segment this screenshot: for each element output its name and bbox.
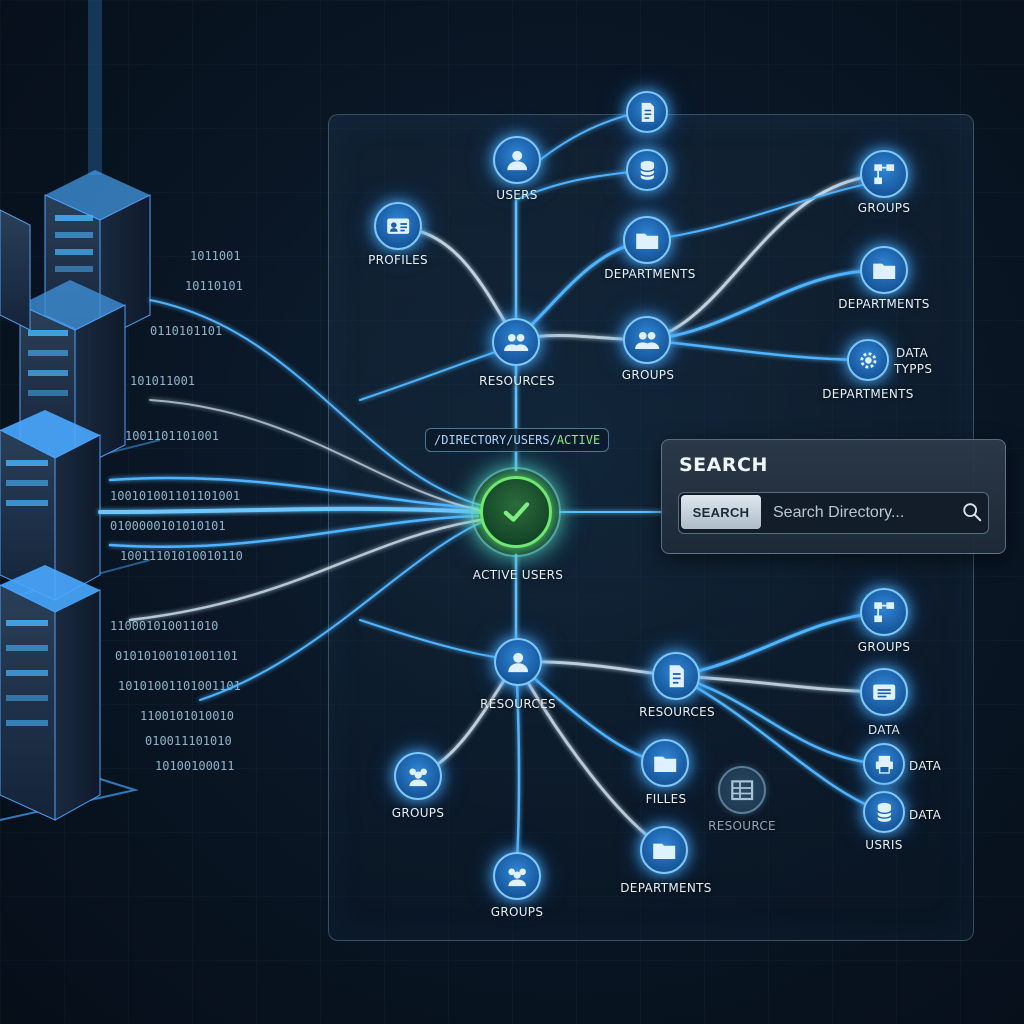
departments-label-upper: DEPARTMENTS — [604, 267, 696, 281]
groups-label-right: GROUPS — [857, 201, 911, 215]
binary-line: 100101001101101001 — [110, 489, 240, 503]
binary-line: 10100100011 — [155, 759, 234, 773]
database-node[interactable] — [626, 149, 668, 191]
groups-node-bottom[interactable] — [493, 852, 541, 900]
data-node-1[interactable] — [860, 668, 908, 716]
directory-path-breadcrumb[interactable]: /DIRECTORY/USERS/ACTIVE — [425, 428, 610, 452]
resource-label-dim: RESOURCE — [708, 819, 776, 833]
server-racks-illustration — [0, 0, 161, 821]
binary-line: 0100000101010101 — [110, 519, 226, 533]
document-node[interactable] — [626, 91, 668, 133]
org-chart-icon — [874, 602, 894, 622]
groups-label-far-right: GROUPS — [857, 640, 911, 654]
group-icon — [503, 333, 529, 351]
binary-line: 10110101 — [185, 279, 243, 293]
usris-label: USRIS — [865, 838, 903, 852]
files-label: FILLES — [645, 792, 687, 806]
resources-node-upper[interactable] — [492, 318, 540, 366]
folder-icon — [635, 233, 658, 249]
active-users-label: ACTIVE USERS — [472, 568, 564, 582]
users-label: USERS — [496, 188, 538, 202]
users-node[interactable] — [493, 136, 541, 184]
document-icon — [641, 102, 654, 122]
data-label-3: DATA — [909, 808, 942, 822]
group-icon — [634, 331, 660, 349]
group-icon — [508, 868, 526, 886]
resources-label-upper: RESOURCES — [479, 374, 555, 388]
data-label-1: DATA — [867, 723, 901, 737]
binary-line: 10101001101001101 — [118, 679, 241, 693]
folder-icon — [652, 843, 675, 859]
search-input[interactable] — [771, 497, 955, 529]
files-node[interactable] — [641, 739, 689, 787]
id-card-icon — [386, 218, 409, 234]
active-users-node[interactable] — [480, 476, 552, 548]
table-icon — [730, 780, 753, 800]
groups-node-right[interactable] — [860, 150, 908, 198]
departments-node-right[interactable] — [860, 246, 908, 294]
search-button[interactable]: SEARCH — [681, 495, 761, 529]
data-types-label-line1: DATA — [896, 346, 929, 360]
user-icon — [508, 652, 528, 672]
path-prefix: /DIRECTORY/USERS/ — [434, 433, 557, 447]
departments-label-right: DEPARTMENTS — [838, 297, 930, 311]
data-node-3[interactable] — [863, 791, 905, 833]
user-icon — [507, 150, 527, 170]
folder-icon — [653, 756, 676, 772]
binary-line: 10011101010010110 — [120, 549, 243, 563]
departments-label-bottom: DEPARTMENTS — [620, 881, 712, 895]
resources-node-lower-left[interactable] — [494, 638, 542, 686]
data-types-label-line2: TYPPS — [894, 362, 933, 376]
checkmark-icon — [503, 502, 530, 522]
resources-node-lower-mid[interactable] — [652, 652, 700, 700]
departments-node-bottom[interactable] — [640, 826, 688, 874]
resources-label-lower-mid: RESOURCES — [639, 705, 715, 719]
binary-line: 01010100101001101 — [115, 649, 238, 663]
groups-node-far-right[interactable] — [860, 588, 908, 636]
org-chart-icon — [874, 164, 894, 184]
binary-line: 1100101010010 — [140, 709, 234, 723]
active-users-ring — [471, 467, 561, 557]
group-icon — [409, 768, 427, 786]
search-title: SEARCH — [679, 454, 768, 476]
binary-line: 0110101101 — [150, 324, 222, 338]
profiles-label: PROFILES — [368, 253, 428, 267]
data-label-2: DATA — [909, 759, 942, 773]
database-icon — [639, 160, 655, 180]
path-active-segment: ACTIVE — [556, 433, 601, 447]
groups-label-lower-left: GROUPS — [391, 806, 445, 820]
printer-icon — [875, 755, 893, 774]
document-icon — [669, 664, 684, 687]
search-icon[interactable] — [961, 501, 983, 523]
groups-node-lower-left[interactable] — [394, 752, 442, 800]
binary-line: 101011001 — [130, 374, 195, 388]
search-bar: SEARCH — [678, 492, 989, 534]
search-panel: SEARCH SEARCH — [661, 439, 1006, 554]
groups-label-mid: GROUPS — [621, 368, 675, 382]
data-node-2[interactable] — [863, 743, 905, 785]
binary-line: 1011001 — [190, 249, 241, 263]
binary-line: 010011101010 — [145, 734, 232, 748]
groups-node-mid[interactable] — [623, 316, 671, 364]
gear-icon — [859, 351, 877, 369]
profiles-node[interactable] — [374, 202, 422, 250]
binary-line: 1001101101001 — [125, 429, 219, 443]
resource-node-dim[interactable] — [718, 766, 766, 814]
data-types-label-line3: DEPARTMENTS — [822, 387, 914, 401]
groups-label-bottom: GROUPS — [490, 905, 544, 919]
resources-label-lower-left: RESOURCES — [480, 697, 556, 711]
folder-icon — [872, 263, 895, 279]
data-types-node[interactable] — [847, 339, 889, 381]
departments-node-upper[interactable] — [623, 216, 671, 264]
database-icon — [876, 802, 892, 822]
binary-line: 110001010011010 — [110, 619, 218, 633]
id-card-icon — [872, 684, 895, 700]
